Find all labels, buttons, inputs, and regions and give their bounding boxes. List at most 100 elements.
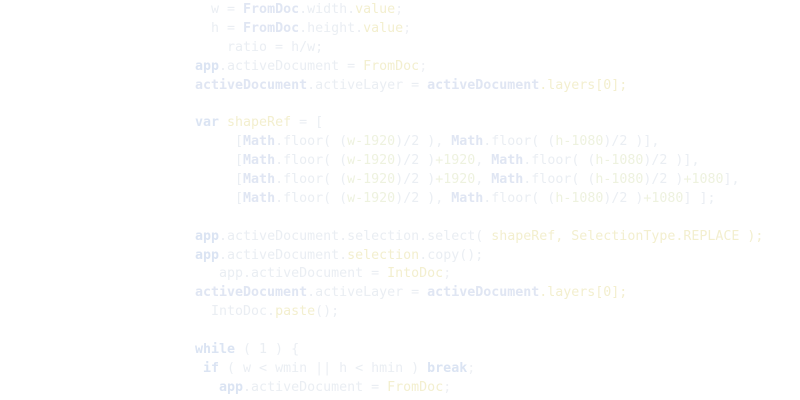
code-token: ;: [403, 20, 412, 36]
code-token: .floor( (: [275, 172, 348, 188]
code-token: app: [195, 379, 244, 395]
code-token: .floor( (: [275, 134, 348, 150]
code-line: app.activeDocument = IntoDoc;: [195, 265, 763, 284]
code-token: paste: [275, 304, 316, 320]
code-token: .layers[0];: [539, 285, 628, 301]
code-token: ;: [419, 58, 428, 74]
code-token: app.: [195, 266, 252, 282]
code-token: .activeLayer =: [307, 285, 428, 301]
code-line: [Math.floor( (w-1920)/2 ), Math.floor( (…: [195, 190, 763, 209]
code-token: ();: [315, 304, 340, 320]
code-line: [195, 95, 763, 114]
code-line: ratio = h/w;: [195, 39, 763, 58]
code-token: .copy();: [419, 247, 484, 263]
code-token: )/2 )],: [643, 153, 700, 169]
code-token: .height.: [299, 20, 364, 36]
code-token: var: [195, 115, 228, 131]
code-token: FromDoc: [387, 379, 444, 395]
code-text[interactable]: w = FromDoc.width.value; h = FromDoc.hei…: [195, 1, 763, 398]
code-line: var shapeRef = [: [195, 114, 763, 133]
code-token: app: [195, 228, 220, 244]
code-token: ] ];: [683, 190, 716, 206]
code-token: .floor( (: [275, 190, 348, 206]
code-token: .floor( (: [483, 134, 556, 150]
code-line: app.activeDocument = FromDoc;: [195, 58, 763, 77]
code-token: .floor( (: [523, 153, 596, 169]
code-token: if: [195, 360, 220, 376]
code-token: )/2 )],: [603, 134, 660, 150]
code-token: = [: [291, 115, 324, 131]
code-line: if ( w < wmin || h < hmin ) break;: [195, 360, 763, 379]
code-token: activeDocument: [195, 285, 308, 301]
code-token: .floor( (: [483, 190, 556, 206]
code-token: value: [355, 2, 396, 17]
code-token: selection: [347, 247, 420, 263]
code-token: ;: [395, 2, 404, 17]
code-line: activeDocument.activeLayer = activeDocum…: [195, 284, 763, 303]
code-token: , SelectionType.REPLACE );: [555, 228, 764, 244]
code-token: shapeRef: [227, 115, 292, 131]
code-token: Math: [243, 134, 276, 150]
code-token: Math: [451, 190, 484, 206]
code-token: shapeRef: [491, 228, 556, 244]
code-token: Math: [243, 153, 276, 169]
code-token: )/2 ): [603, 190, 644, 206]
code-token: [: [195, 134, 244, 150]
code-token: +1920: [435, 153, 476, 169]
code-line: IntoDoc.paste();: [195, 303, 763, 322]
code-token: ratio = h/w;: [195, 39, 324, 55]
code-token: )/2 ): [643, 172, 684, 188]
code-token: FromDoc: [243, 20, 300, 36]
code-token: app: [195, 58, 220, 74]
code-token: ;: [443, 379, 452, 395]
code-line: [Math.floor( (w-1920)/2 )+1920, Math.flo…: [195, 171, 763, 190]
code-token: value: [363, 20, 404, 36]
code-token: activeDocument: [427, 285, 540, 301]
code-token: ,: [475, 172, 492, 188]
code-token: )/2 ): [395, 172, 436, 188]
code-token: app: [195, 247, 220, 263]
code-token: activeDocument: [427, 77, 540, 93]
code-token: .activeDocument.: [219, 247, 348, 263]
code-token: [: [195, 153, 244, 169]
code-token: activeDocument =: [251, 266, 388, 282]
code-token: w-1920: [347, 153, 396, 169]
code-line: [Math.floor( (w-1920)/2 ), Math.floor( (…: [195, 133, 763, 152]
code-token: h-1080: [555, 134, 604, 150]
code-token: break: [427, 360, 468, 376]
code-token: FromDoc: [363, 58, 420, 74]
code-line: activeDocument.activeLayer = activeDocum…: [195, 77, 763, 96]
code-token: Math: [243, 190, 276, 206]
code-line: [195, 209, 763, 228]
code-token: while: [195, 342, 236, 358]
code-token: IntoDoc.: [195, 304, 276, 320]
code-token: Math: [491, 153, 524, 169]
code-line: [195, 322, 763, 341]
code-token: w-1920: [347, 190, 396, 206]
code-token: h-1080: [595, 172, 644, 188]
code-line: w = FromDoc.width.value;: [195, 1, 763, 20]
code-token: +1920: [435, 172, 476, 188]
code-token: ;: [443, 266, 452, 282]
code-token: ,: [475, 153, 492, 169]
code-token: FromDoc: [243, 2, 300, 17]
code-token: +1080: [683, 172, 724, 188]
code-line: while ( 1 ) {: [195, 341, 763, 360]
code-token: )/2 ),: [395, 190, 452, 206]
code-token: ;: [467, 360, 476, 376]
code-token: h =: [195, 20, 244, 36]
code-token: IntoDoc: [387, 266, 444, 282]
code-token: )/2 ): [395, 153, 436, 169]
code-token: activeDocument: [195, 77, 308, 93]
code-token: ],: [723, 172, 740, 188]
code-line: app.activeDocument.selection.copy();: [195, 247, 763, 266]
code-token: w-1920: [347, 134, 396, 150]
code-line: [Math.floor( (w-1920)/2 )+1920, Math.flo…: [195, 152, 763, 171]
code-token: .floor( (: [523, 172, 596, 188]
code-token: [: [195, 190, 244, 206]
code-token: .activeDocument =: [219, 58, 364, 74]
code-token: Math: [243, 172, 276, 188]
code-token: .activeDocument.selection.select(: [219, 228, 492, 244]
code-token: ( 1 ) {: [235, 342, 300, 358]
